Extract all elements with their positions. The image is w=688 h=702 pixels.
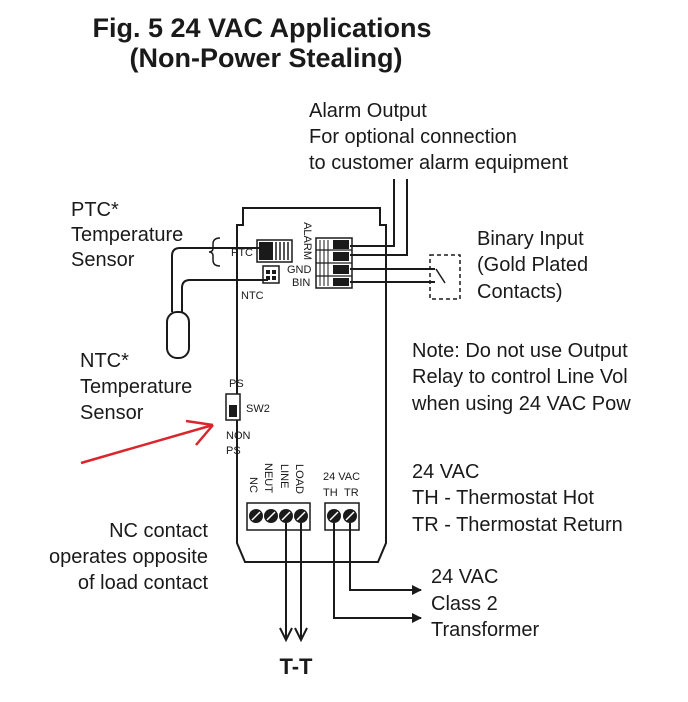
vac-legend-tr: TR - Thermostat Return bbox=[412, 514, 623, 536]
alarm-bin-terminal-block bbox=[315, 237, 353, 289]
alarm-output-wire-2 bbox=[350, 179, 408, 256]
sw2-label: SW2 bbox=[246, 403, 270, 415]
ptc-sensor-wire bbox=[171, 247, 260, 312]
binary-input-label-3: Contacts) bbox=[477, 281, 563, 303]
ptc-brace bbox=[208, 237, 221, 267]
alarm-terminal-label: ALARM bbox=[301, 222, 313, 260]
load-terminal-label: LOAD bbox=[293, 464, 305, 494]
th-terminal-label: TH bbox=[323, 487, 338, 499]
vac24-terminal-label: 24 VAC bbox=[323, 471, 360, 483]
indicator-arrow-head-icon bbox=[185, 419, 214, 446]
ptc-sensor-label-1: PTC* bbox=[71, 199, 119, 221]
controller-board-outline bbox=[236, 207, 387, 563]
switch-ps-top-label: PS bbox=[229, 378, 244, 390]
sw2-switch bbox=[225, 393, 241, 421]
figure-title-line2: (Non-Power Stealing) bbox=[129, 43, 402, 73]
vac-legend-th: TH - Thermostat Hot bbox=[412, 487, 594, 509]
ptc-sensor-label-3: Sensor bbox=[71, 249, 135, 271]
ntc-sensor-wire bbox=[181, 279, 268, 312]
switch-non-label: NON bbox=[226, 430, 251, 442]
tr-terminal-label: TR bbox=[344, 487, 359, 499]
tr-wire bbox=[349, 523, 422, 595]
binary-input-label-1: Binary Input bbox=[477, 228, 584, 250]
figure-title-line1: Fig. 5 24 VAC Applications bbox=[92, 13, 431, 43]
nc-contact-note-3: of load contact bbox=[78, 572, 209, 594]
note-line-1: Note: Do not use Output bbox=[412, 340, 628, 362]
alarm-output-desc-2: to customer alarm equipment bbox=[309, 152, 568, 174]
line-wire-arrow-icon bbox=[279, 627, 293, 643]
indicator-arrow bbox=[80, 423, 214, 465]
note-line-3: when using 24 VAC Pow bbox=[411, 393, 631, 415]
load-wire-arrow-icon bbox=[294, 627, 308, 643]
alarm-output-label: Alarm Output bbox=[309, 100, 427, 122]
ptc-sensor-label-2: Temperature bbox=[71, 224, 183, 246]
ntc-sensor-label-2: Temperature bbox=[80, 376, 192, 398]
neut-terminal-label: NEUT bbox=[262, 463, 274, 493]
bin-terminal-label: BIN bbox=[292, 277, 310, 289]
nc-contact-note-1: NC contact bbox=[109, 520, 208, 542]
binary-input-contacts-box bbox=[429, 254, 461, 300]
vac24-terminal-block bbox=[324, 502, 360, 531]
nc-terminal-label: NC bbox=[247, 477, 259, 493]
ptc-terminal-label: PTC bbox=[231, 247, 253, 259]
ntc-connector-label: NTC bbox=[241, 290, 264, 302]
tt-label: T-T bbox=[280, 654, 314, 679]
alarm-output-desc-1: For optional connection bbox=[309, 126, 517, 148]
transformer-label-3: Transformer bbox=[431, 619, 540, 641]
gnd-terminal-label: GND bbox=[287, 264, 312, 276]
temperature-probe bbox=[166, 311, 190, 359]
ntc-sensor-label-1: NTC* bbox=[80, 350, 129, 372]
ptc-terminal-block bbox=[256, 239, 293, 263]
th-wire bbox=[333, 523, 422, 623]
ntc-connector bbox=[262, 265, 280, 284]
vac-legend-title: 24 VAC bbox=[412, 461, 479, 483]
alarm-output-wire-1 bbox=[350, 179, 395, 247]
transformer-label-1: 24 VAC bbox=[431, 566, 498, 588]
ntc-sensor-label-3: Sensor bbox=[80, 402, 144, 424]
transformer-label-2: Class 2 bbox=[431, 593, 498, 615]
nc-contact-note-2: operates opposite bbox=[49, 546, 208, 568]
switch-ps-bottom-label: PS bbox=[226, 445, 241, 457]
output-terminal-block bbox=[246, 502, 311, 531]
line-terminal-label: LINE bbox=[278, 464, 290, 488]
binary-input-switch-icon bbox=[435, 268, 446, 284]
note-line-2: Relay to control Line Vol bbox=[412, 366, 628, 388]
binary-input-label-2: (Gold Plated bbox=[477, 254, 588, 276]
